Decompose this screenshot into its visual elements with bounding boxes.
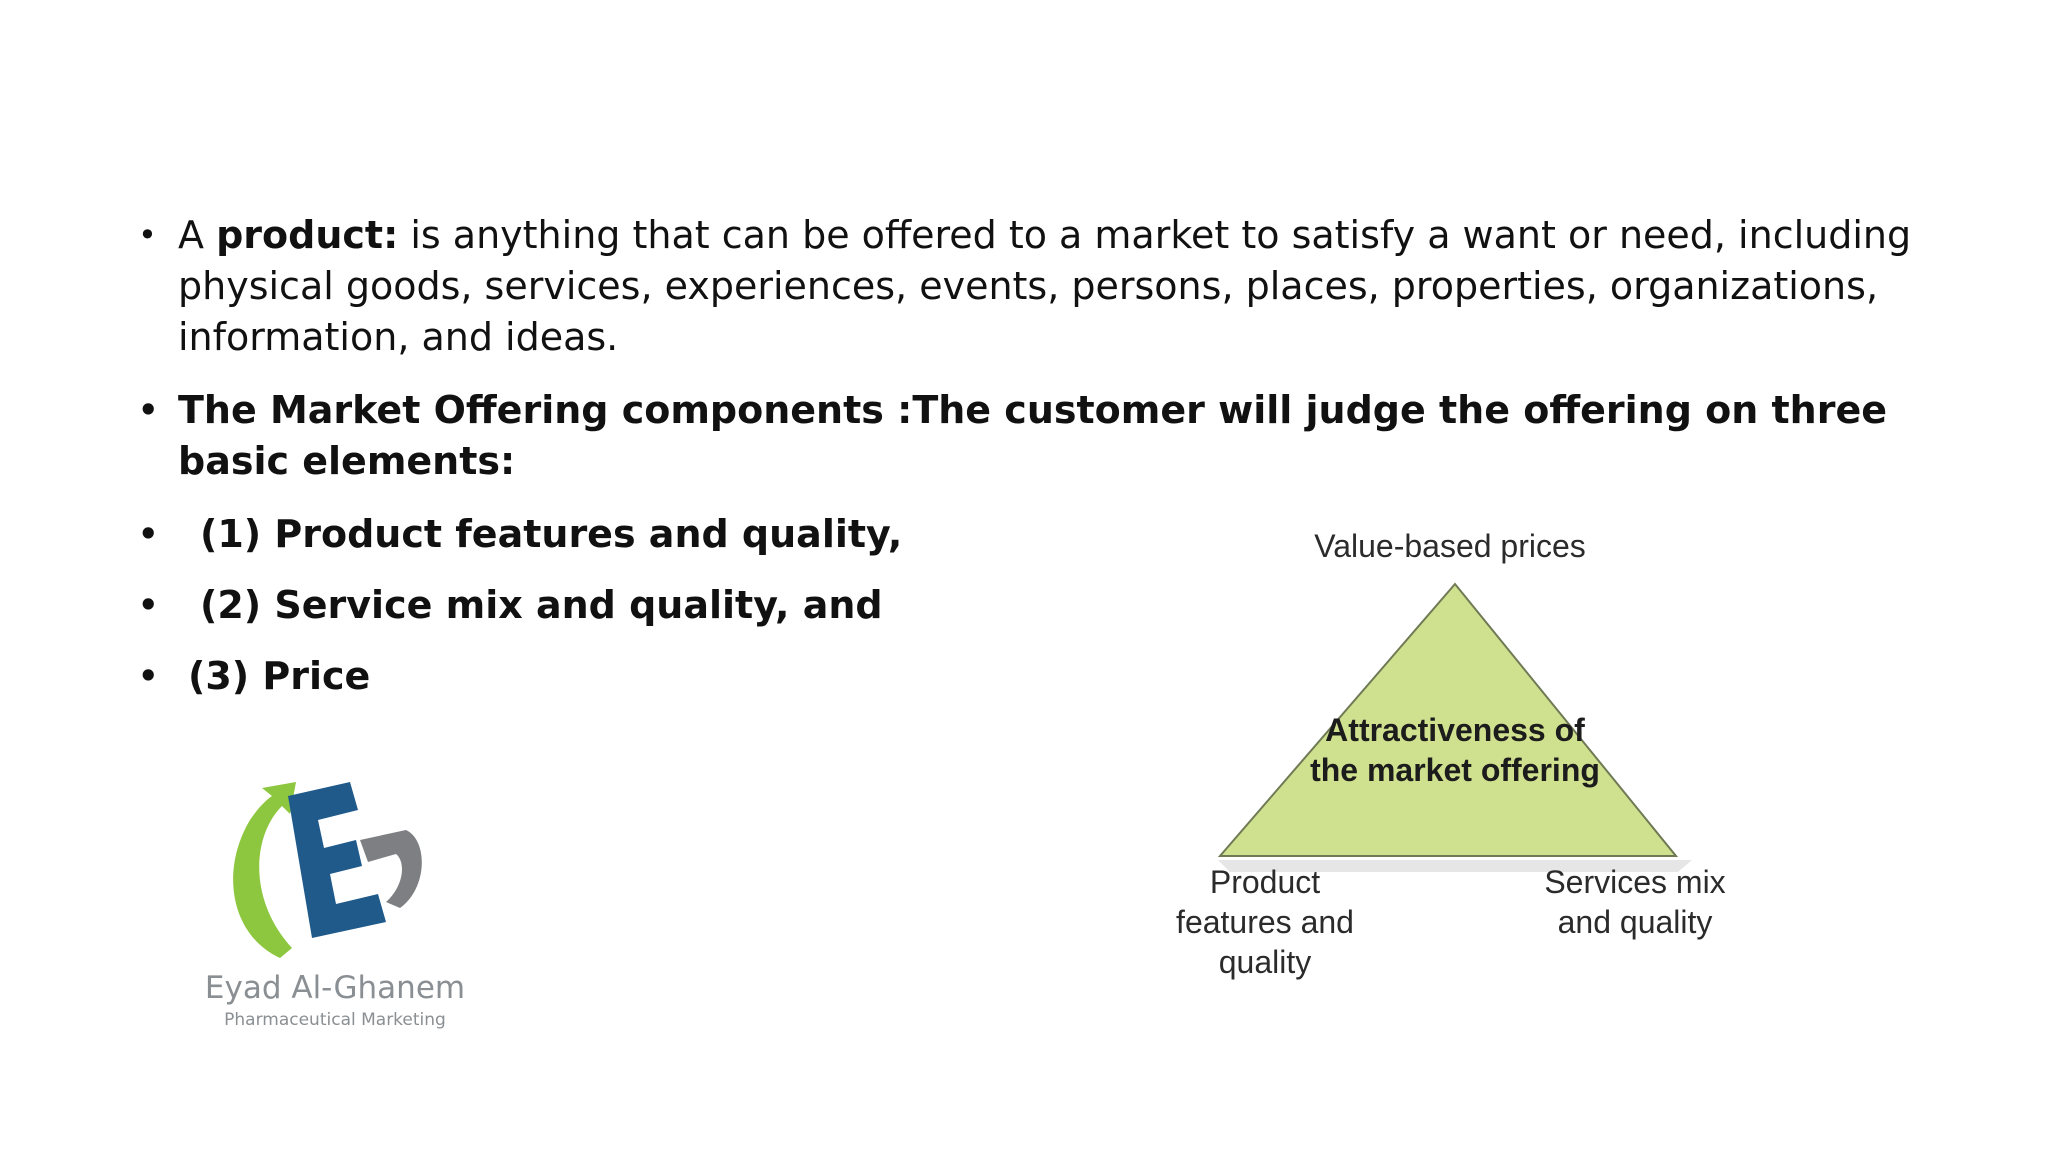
- diagram-top-label: Value-based prices: [1314, 528, 1586, 564]
- logo-g-accent-icon: [360, 830, 422, 908]
- logo: Eyad Al-Ghanem Pharmaceutical Marketing: [200, 770, 490, 1040]
- diagram-left-label: Product features and quality: [1176, 864, 1354, 980]
- bullet-product-definition: • A product: is anything that can be off…: [138, 210, 1928, 363]
- bullet-dot-icon: •: [138, 515, 159, 553]
- logo-subtitle: Pharmaceutical Marketing: [224, 1010, 446, 1030]
- market-offering-triangle-diagram: Value-based prices Attractiveness of the…: [1170, 520, 1730, 1000]
- bullet-definition-text: is anything that can be offered to a mar…: [178, 213, 1912, 359]
- diagram-right-label: Services mix and quality: [1544, 864, 1726, 940]
- bullet-term: product:: [216, 213, 399, 257]
- bullet-element-3-text: (3) Price: [188, 654, 371, 698]
- bullet-dot-icon: •: [138, 391, 159, 429]
- triangle-shadow: [1218, 860, 1692, 872]
- bullet-element-2: • (2) Service mix and quality, and: [138, 580, 1928, 631]
- bullet-element-2-text: (2) Service mix and quality, and: [200, 583, 883, 627]
- triangle-graphic: [1217, 582, 1692, 872]
- logo-e-letter-icon: [288, 782, 386, 938]
- bullet-element-1-text: (1) Product features and quality,: [200, 512, 903, 556]
- bullet-element-3: • (3) Price: [138, 651, 1928, 702]
- bullet-dot-icon: •: [138, 657, 159, 695]
- bullet-element-1: • (1) Product features and quality,: [138, 509, 1928, 560]
- bullet-dot-icon: •: [138, 216, 157, 254]
- bullet-lead: A: [178, 213, 217, 257]
- bullet-list: • A product: is anything that can be off…: [138, 210, 1928, 722]
- triangle-shape: [1217, 582, 1679, 857]
- bullet-market-offering: • The Market Offering components :The cu…: [138, 385, 1928, 487]
- bullet-dot-icon: •: [138, 586, 159, 624]
- logo-name: Eyad Al-Ghanem: [204, 970, 466, 1006]
- diagram-center-label: Attractiveness of the market offering: [1310, 712, 1600, 788]
- logo-mark-icon: [233, 782, 422, 958]
- bullet-market-offering-text: The Market Offering components :The cust…: [178, 388, 1888, 483]
- logo-arrow-icon: [233, 782, 296, 958]
